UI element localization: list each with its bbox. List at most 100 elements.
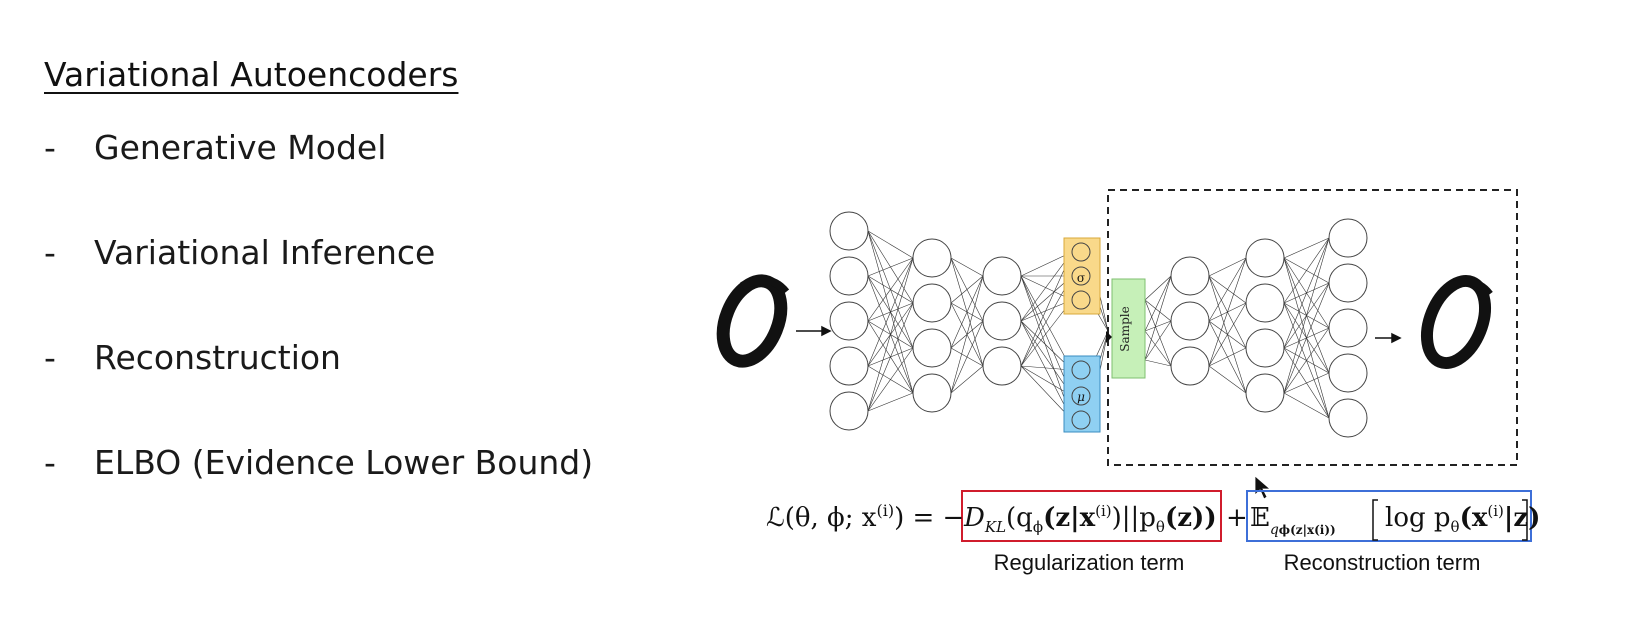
bullet-text: Reconstruction — [94, 338, 341, 377]
network-edge — [1283, 237, 1330, 349]
network-edge — [1283, 282, 1330, 394]
network-node — [1328, 263, 1368, 303]
decoder-dashed-box — [1107, 189, 1518, 466]
network-node — [912, 373, 952, 413]
network-nodes — [829, 211, 1368, 438]
regularization-term-label: Regularization term — [994, 550, 1185, 575]
network-edge — [950, 257, 984, 277]
arrow-icon — [1375, 332, 1402, 344]
bullet-item: -ELBO (Evidence Lower Bound) — [44, 443, 593, 482]
network-node — [1071, 242, 1091, 262]
mu-symbol: μ — [1077, 390, 1085, 404]
reconstruction-term-box — [1246, 490, 1532, 542]
network-edge — [1283, 327, 1330, 394]
network-node — [1245, 283, 1285, 323]
input-digit-image — [716, 274, 790, 368]
sigma-box — [1063, 237, 1101, 315]
network-edge — [1144, 320, 1172, 332]
network-node — [1170, 256, 1210, 296]
slide-title: Variational Autoencoders — [44, 55, 459, 94]
network-node — [829, 301, 869, 341]
network-edge — [867, 230, 914, 259]
cursor-icon — [1254, 475, 1272, 500]
network-edge — [867, 257, 914, 322]
network-edge — [1208, 257, 1247, 322]
network-node — [1170, 301, 1210, 341]
network-node — [829, 391, 869, 431]
network-edge — [1020, 275, 1073, 371]
network-node — [1170, 346, 1210, 386]
network-node — [1245, 373, 1285, 413]
network-edge — [1283, 237, 1330, 394]
network-node — [829, 346, 869, 386]
sample-box — [1111, 278, 1146, 379]
network-edge — [867, 302, 914, 412]
network-edge — [1144, 330, 1172, 367]
arrow-icon — [796, 325, 832, 337]
network-edge — [1208, 347, 1247, 367]
network-edge — [1208, 257, 1247, 277]
network-edge — [867, 257, 914, 277]
network-node — [1328, 308, 1368, 348]
network-edge — [1144, 275, 1172, 361]
expectation-term: 𝔼qϕ(z|x(i)) — [1250, 503, 1336, 538]
network-edge — [867, 257, 914, 412]
network-node — [829, 211, 869, 251]
network-node — [1071, 410, 1091, 430]
network-node — [1071, 266, 1091, 286]
network-edge — [867, 392, 914, 412]
reconstruction-term-label: Reconstruction term — [1284, 550, 1481, 575]
network-node — [912, 238, 952, 278]
network-node — [1328, 353, 1368, 393]
network-edge — [950, 275, 984, 394]
bullet-item: -Generative Model — [44, 128, 386, 167]
bullet-dash: - — [44, 443, 56, 482]
network-node — [1245, 238, 1285, 278]
network-node — [982, 301, 1022, 341]
log-likelihood-term: log pθ(x(i)|z) — [1385, 502, 1540, 536]
network-edge — [1208, 365, 1247, 394]
network-node — [829, 256, 869, 296]
network-node — [1071, 386, 1091, 406]
bullet-dash: - — [44, 233, 56, 272]
kl-term-box — [961, 490, 1222, 542]
network-edge — [1283, 237, 1330, 304]
network-edge — [950, 275, 984, 304]
network-node — [1328, 398, 1368, 438]
network-edge — [1144, 299, 1172, 367]
bullet-text: Generative Model — [94, 128, 387, 167]
network-node — [912, 283, 952, 323]
network-node — [982, 346, 1022, 386]
network-edge — [950, 320, 984, 394]
sigma-symbol: σ — [1077, 271, 1085, 285]
arrow-icon — [1106, 331, 1112, 343]
network-node — [982, 256, 1022, 296]
network-edge — [1283, 392, 1330, 419]
output-digit-image — [1421, 274, 1493, 370]
network-edge — [1283, 372, 1330, 394]
bullet-dash: - — [44, 338, 56, 377]
equation-plus: + — [1226, 503, 1248, 533]
elbo-equation: ℒ(θ, ϕ; x(i)) = − DKL(qϕ(z|x(i))||pθ(z))… — [766, 499, 1540, 541]
bullet-text: ELBO (Evidence Lower Bound) — [94, 443, 594, 482]
network-node — [912, 328, 952, 368]
network-node — [1071, 290, 1091, 310]
bullet-text: Variational Inference — [94, 233, 436, 272]
network-edge — [1208, 302, 1247, 367]
network-edge — [1144, 359, 1172, 367]
network-edge — [1144, 299, 1172, 322]
network-node — [1328, 218, 1368, 258]
bullet-item: -Variational Inference — [44, 233, 435, 272]
network-edge — [867, 257, 914, 367]
network-node — [1245, 328, 1285, 368]
network-edge — [950, 275, 984, 349]
network-edge — [1144, 275, 1172, 301]
network-edge — [1144, 275, 1172, 332]
network-edge — [867, 347, 914, 412]
equation-lhs: ℒ(θ, ϕ; x(i)) = − — [766, 501, 964, 533]
bullet-dash: - — [44, 128, 56, 167]
bullet-item: -Reconstruction — [44, 338, 341, 377]
network-node — [1071, 360, 1091, 380]
